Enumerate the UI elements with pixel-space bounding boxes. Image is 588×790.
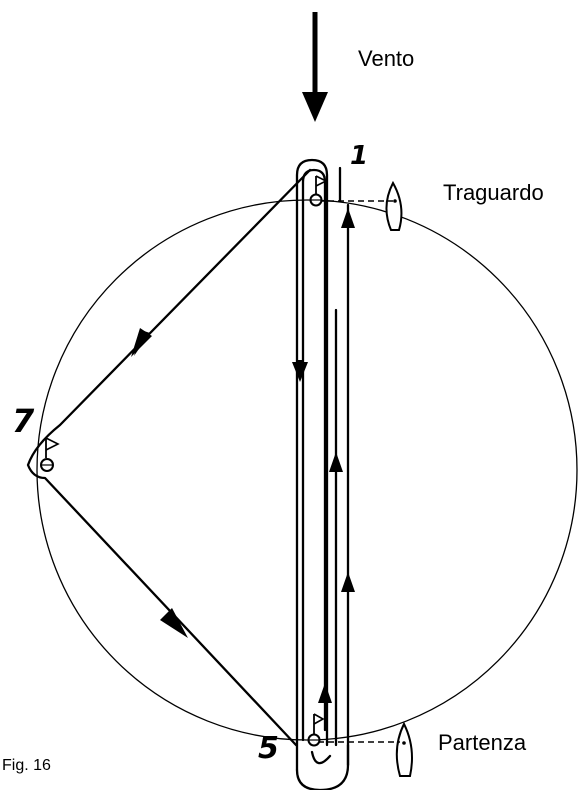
direction-arrows [131, 208, 355, 703]
mark-1-number: 1 [350, 141, 368, 171]
finish-label: Traguardo [443, 180, 544, 205]
leg-1-to-7 [26, 168, 312, 747]
arrow-up-top [341, 208, 355, 228]
flag-icon [313, 713, 325, 734]
finish-boat-icon [385, 180, 403, 231]
mark-7-buoy [40, 437, 60, 472]
flag-icon [45, 437, 60, 458]
leg-inner-loop [301, 168, 327, 742]
arrow-up-lower [341, 572, 355, 592]
mark-5-number: 5 [258, 731, 279, 766]
leg-hook-5 [310, 750, 332, 765]
start-label: Partenza [438, 730, 527, 755]
course-legs [26, 158, 350, 790]
leg-bottom-closure [295, 743, 350, 790]
wind-arrow-icon [302, 12, 328, 122]
leg-outer-loop [295, 158, 329, 772]
arrow-up-bottom [318, 683, 332, 703]
figure-caption: Fig. 16 [2, 757, 51, 774]
mark-5-buoy [307, 713, 325, 747]
mark-7-number: 7 [12, 402, 35, 440]
start-boat-icon [395, 721, 413, 777]
arrow-up-mid [329, 452, 343, 472]
course-circle [36, 199, 578, 741]
mark-1-buoy [309, 175, 328, 207]
wind-label: Vento [358, 46, 414, 71]
